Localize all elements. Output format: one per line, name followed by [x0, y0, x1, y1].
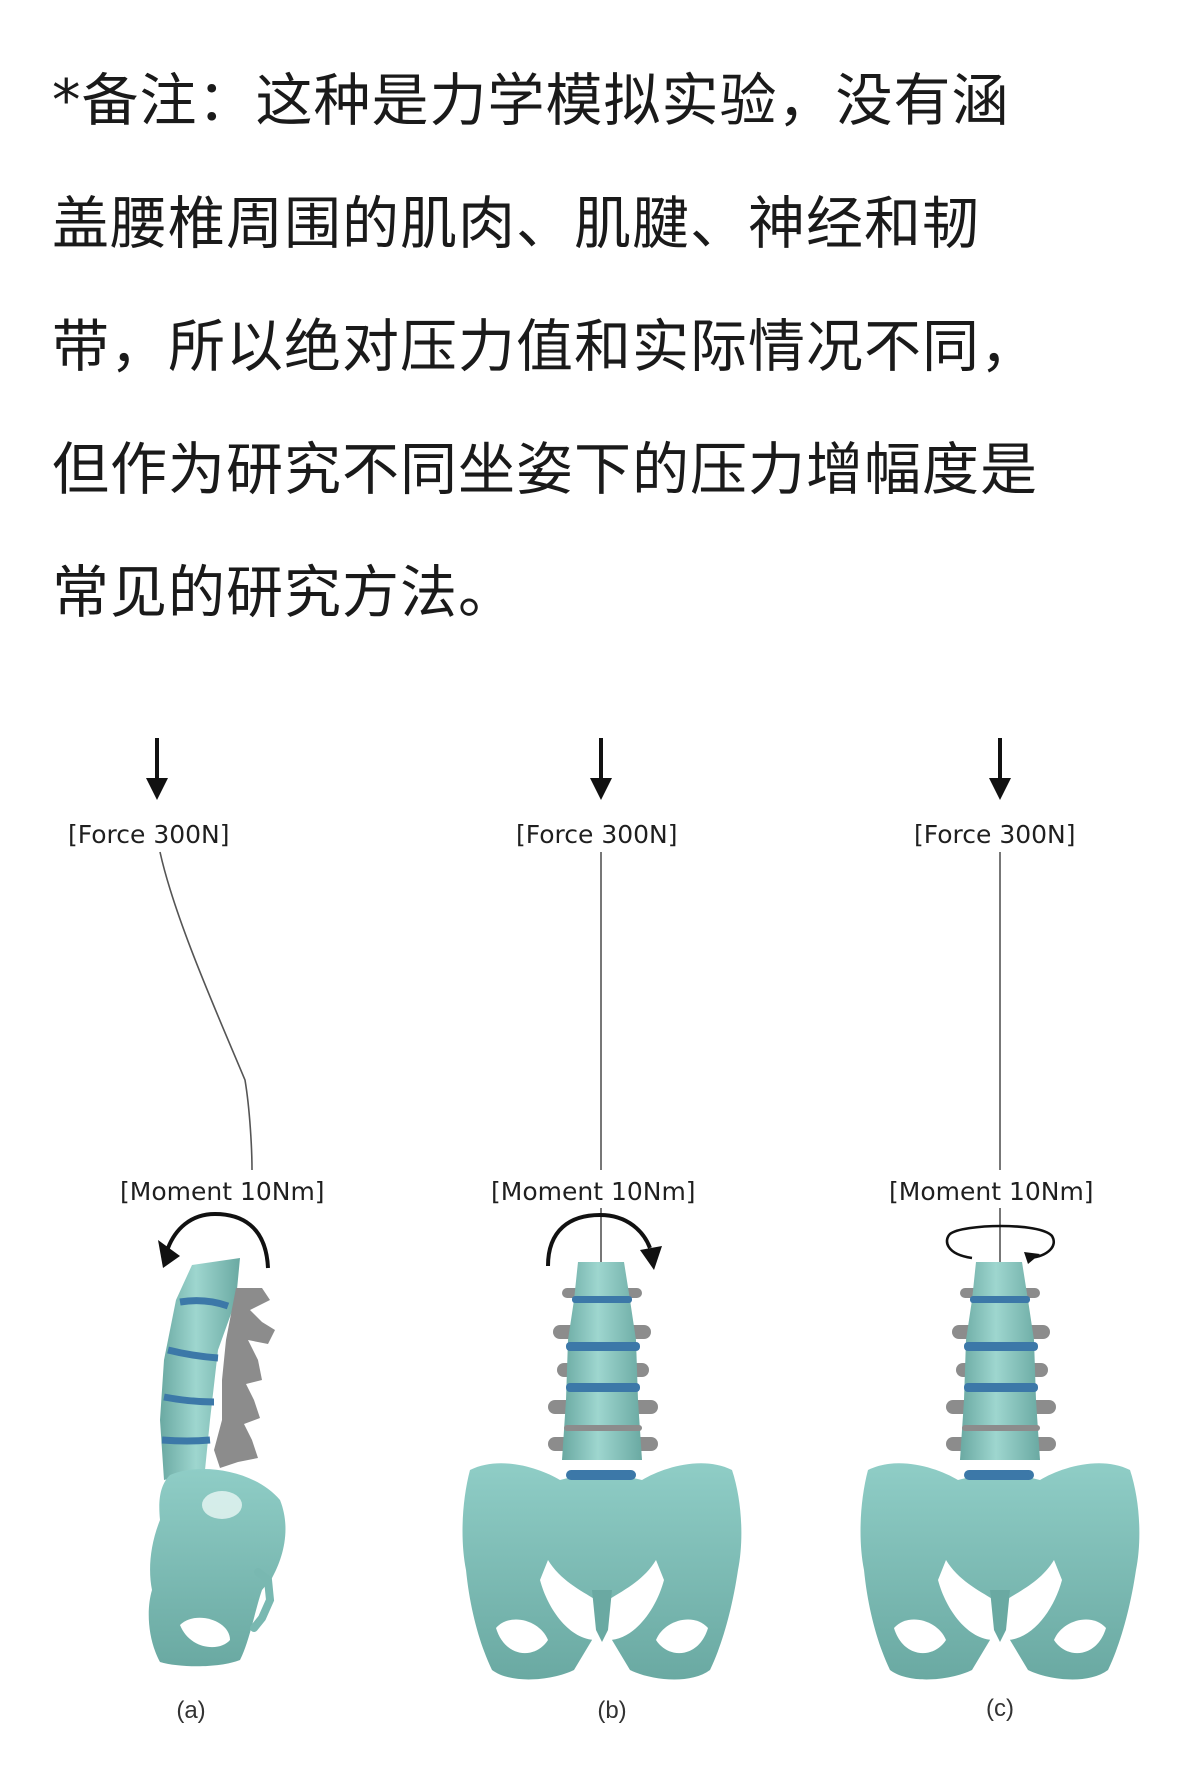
note-line: 常见的研究方法。: [52, 560, 516, 626]
lumbar-spine-frontal: [946, 1262, 1056, 1460]
spine-loading-figure: [Force 300N] [Moment 10Nm]: [0, 700, 1200, 1784]
note-line: *备注：这种是力学模拟实验，没有涵: [52, 68, 1010, 134]
note-paragraph: *备注：这种是力学模拟实验，没有涵 盖腰椎周围的肌肉、肌腱、神经和韧 带，所以绝…: [52, 40, 1162, 655]
panel-c: [Force 300N] [Moment 10Nm]: [860, 738, 1140, 1722]
panel-caption: (a): [176, 1697, 205, 1724]
panel-caption: (b): [597, 1697, 626, 1724]
moment-arrow-rotation-icon: [945, 1224, 1055, 1264]
figure-svg: [Force 300N] [Moment 10Nm]: [68, 738, 1140, 1724]
note-line: 盖腰椎周围的肌肉、肌腱、神经和韧: [52, 191, 980, 257]
moment-label: [Moment 10Nm]: [491, 1177, 696, 1206]
force-arrow-icon: [590, 738, 612, 800]
moment-label: [Moment 10Nm]: [120, 1177, 325, 1206]
panel-b: [Force 300N] [Moment 10Nm]: [462, 738, 742, 1724]
force-arrow-icon: [146, 738, 168, 800]
lumbar-spine-lateral: [160, 1258, 275, 1480]
lumbar-spine-frontal: [548, 1262, 658, 1460]
pelvis-lateral: [148, 1468, 286, 1667]
note-line: 带，所以绝对压力值和实际情况不同，: [52, 314, 1038, 380]
load-path-line: [159, 851, 253, 1171]
moment-arrow-cw-icon: [546, 1212, 662, 1270]
moment-label: [Moment 10Nm]: [889, 1177, 1094, 1206]
force-label: [Force 300N]: [68, 820, 230, 849]
moment-arrow-ccw-icon: [158, 1211, 270, 1269]
force-label: [Force 300N]: [516, 820, 678, 849]
force-label: [Force 300N]: [914, 820, 1076, 849]
panel-a: [Force 300N] [Moment 10Nm]: [68, 738, 325, 1724]
pelvis-frontal: [462, 1463, 742, 1680]
note-line: 但作为研究不同坐姿下的压力增幅度是: [52, 437, 1038, 503]
pelvis-frontal: [860, 1463, 1140, 1680]
panel-caption: (c): [986, 1695, 1014, 1722]
force-arrow-icon: [989, 738, 1011, 800]
